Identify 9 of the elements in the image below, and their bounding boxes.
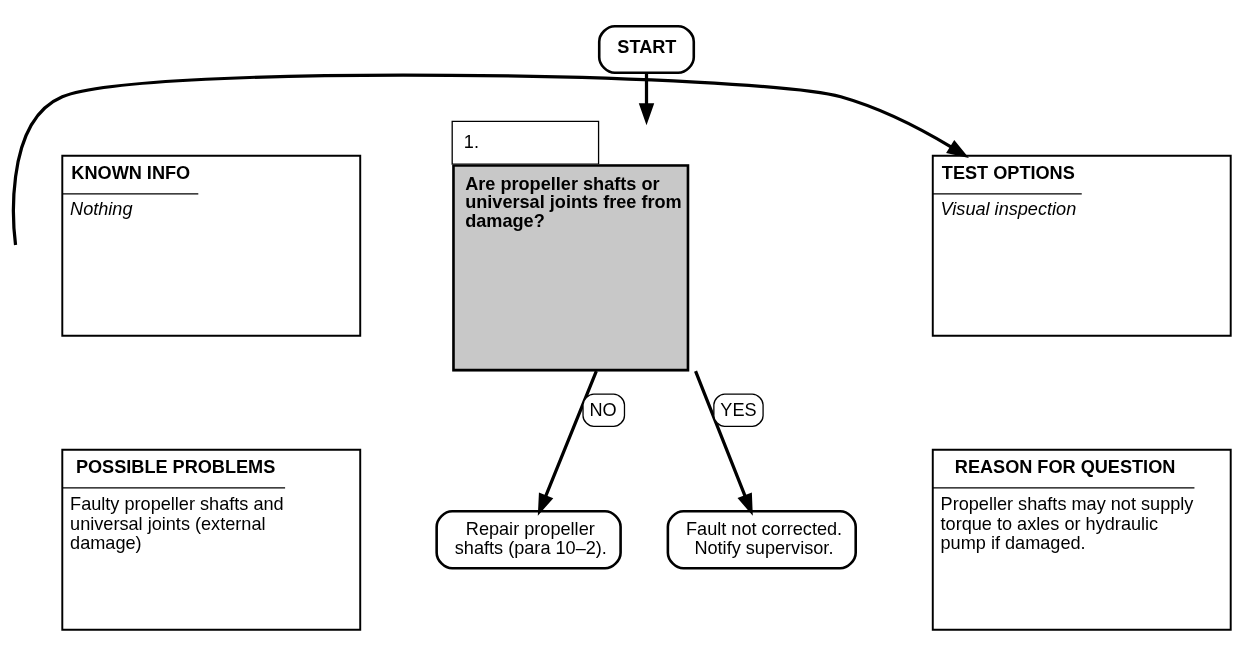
node-box: Fault not corrected. Notify supervisor. xyxy=(666,509,857,570)
arrow xyxy=(638,72,655,125)
edge-label: YES xyxy=(720,399,757,420)
arrow xyxy=(694,369,753,516)
edge-label: NO xyxy=(589,399,617,420)
node-box: Repair propeller shafts (para 10–2). xyxy=(435,509,622,570)
node-box: START xyxy=(597,24,696,74)
arrow xyxy=(537,369,598,516)
arrow xyxy=(12,73,969,245)
